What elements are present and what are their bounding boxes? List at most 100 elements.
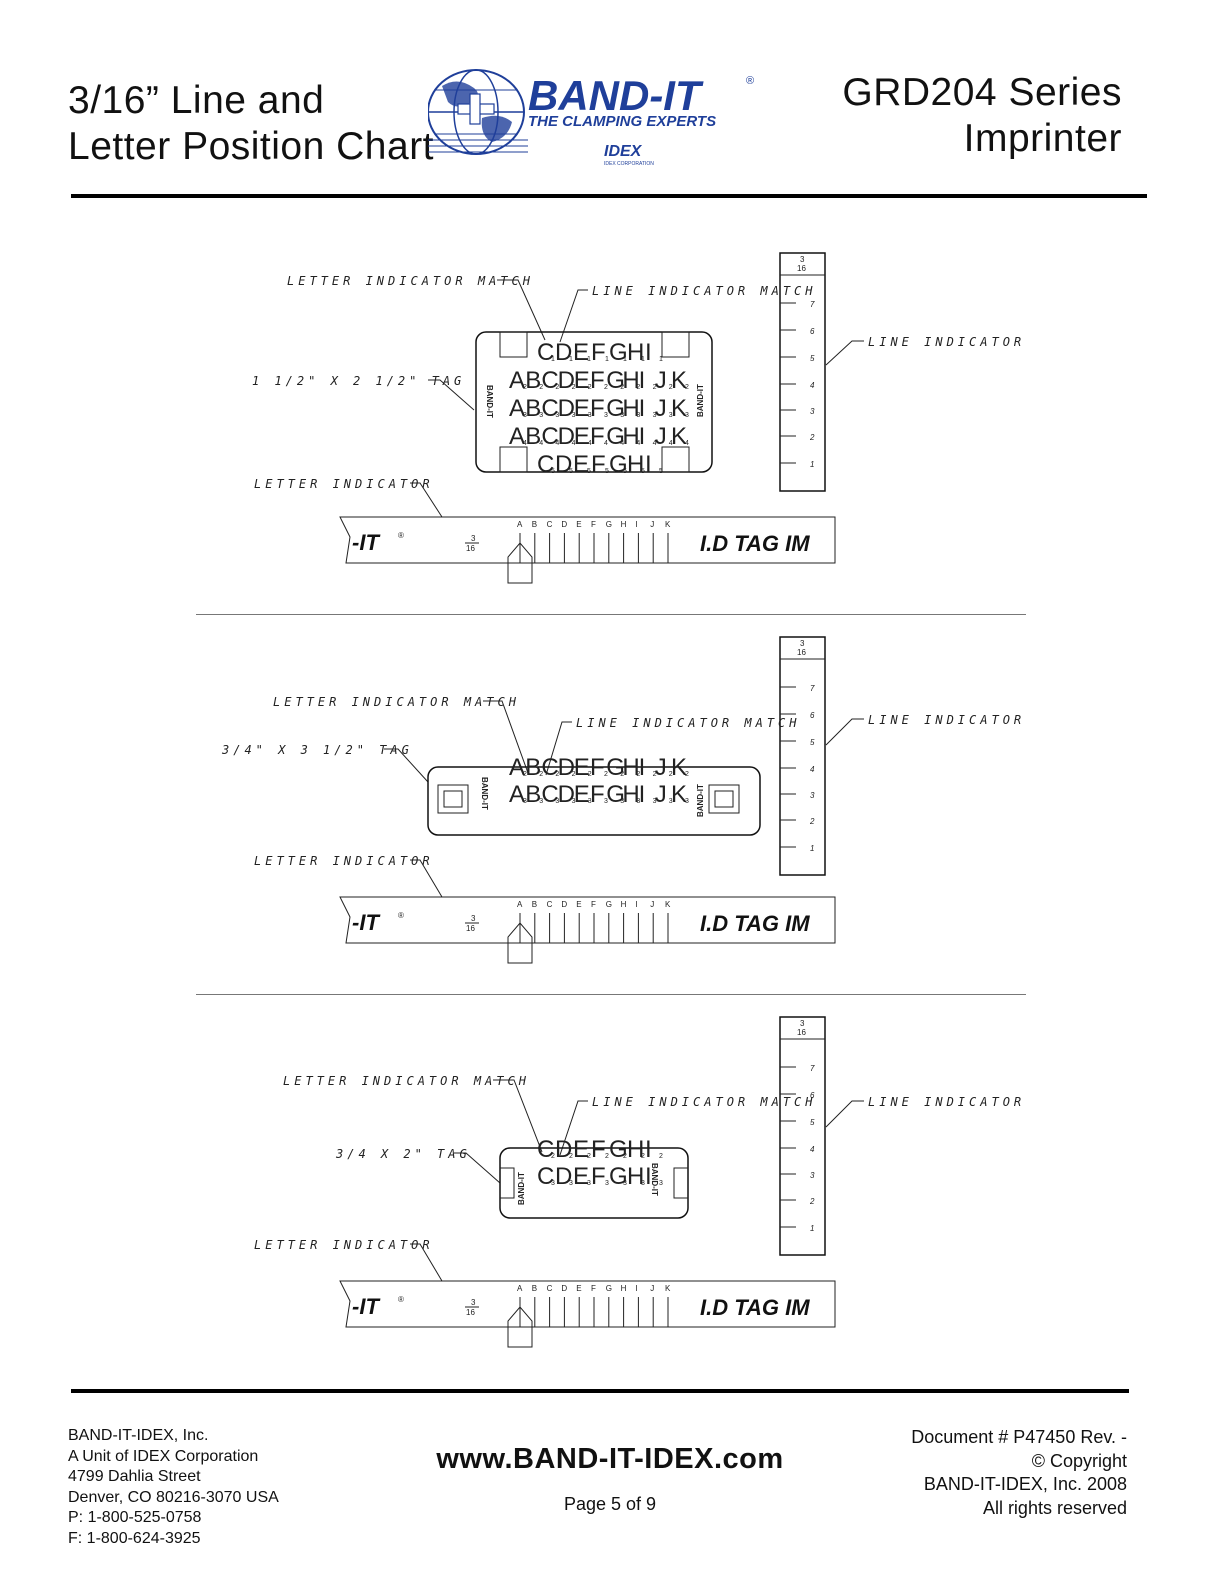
line-indicator-label: LINE INDICATOR	[868, 713, 1025, 727]
tag-letter: G	[606, 754, 625, 781]
strip-letter: J	[650, 1284, 654, 1293]
band-it-logo: BAND-IT ® THE CLAMPING EXPERTS IDEX IDEX…	[427, 66, 768, 170]
tag-letter: D	[558, 754, 575, 781]
tag-letter: A	[509, 395, 525, 422]
tag-line-subscript: 3	[636, 412, 640, 419]
ruler-number: 5	[810, 354, 815, 363]
tag-letter: I	[639, 395, 646, 422]
tag-letter: B	[525, 781, 541, 808]
ruler-number: 4	[810, 1145, 815, 1154]
logo-parent-sub: IDEX CORPORATION	[604, 161, 654, 167]
tag-letter: D	[555, 339, 572, 366]
svg-text:16: 16	[797, 1028, 806, 1037]
strip-letter: K	[665, 1284, 671, 1293]
tag-letter: I	[639, 423, 646, 450]
tag-letter: J	[655, 367, 667, 394]
strip-letter: F	[591, 1284, 596, 1293]
strip-letter: B	[532, 900, 537, 909]
tag-line-subscript: 2	[653, 771, 657, 778]
ruler-number: 6	[810, 327, 815, 336]
company-unit: A Unit of IDEX Corporation	[68, 1447, 259, 1465]
tag-letter: E	[574, 367, 590, 394]
strip-letter: I	[635, 520, 637, 529]
tag-letter: F	[590, 423, 605, 450]
line-indicator-label: LINE INDICATOR	[868, 335, 1025, 349]
strip-letter: E	[576, 1284, 581, 1293]
tag-letter: C	[541, 395, 558, 422]
company-address: BAND-IT-IDEX, Inc. A Unit of IDEX Corpor…	[68, 1426, 279, 1549]
tag-line-subscript: 2	[572, 384, 576, 391]
tag-line-subscript: 1	[551, 356, 555, 363]
tag-line-subscript: 3	[605, 1180, 609, 1187]
strip-fraction-den: 16	[466, 544, 475, 553]
strip-text: I.D TAG IM	[700, 531, 810, 556]
website-link[interactable]: www.BAND-IT-IDEX.com	[436, 1443, 784, 1475]
tag-line-subscript: 2	[551, 1153, 555, 1160]
tag-line-subscript: 3	[685, 798, 689, 805]
tag-line-subscript: 2	[653, 384, 657, 391]
strip-registered: ®	[398, 911, 404, 920]
ruler-number: 1	[810, 460, 814, 469]
letter-pointer	[507, 1306, 533, 1348]
tag-letter: G	[606, 423, 625, 450]
tag-letter: E	[574, 754, 590, 781]
strip-text: I.D TAG IM	[700, 1295, 810, 1320]
tag-line-subscript: 2	[588, 771, 592, 778]
tag-line-subscript: 2	[685, 771, 689, 778]
strip-registered: ®	[398, 531, 404, 540]
strip-fraction-num: 3	[471, 534, 476, 543]
tag-line-subscript: 4	[539, 440, 543, 447]
tag-line-subscript: 3	[587, 1180, 591, 1187]
tag-line-subscript: 3	[523, 412, 527, 419]
tag-line-subscript: 3	[653, 412, 657, 419]
svg-text:16: 16	[797, 264, 806, 273]
strip-fraction-den: 16	[466, 1308, 475, 1317]
tag-line-subscript: 2	[555, 771, 559, 778]
letter-indicator-label: LETTER INDICATOR	[254, 1238, 434, 1252]
tag-line-subscript: 2	[620, 384, 624, 391]
tag-line-subscript: 1	[659, 356, 663, 363]
tag-letter: D	[558, 367, 575, 394]
section-divider-1	[196, 614, 1026, 615]
tag-line-subscript: 3	[555, 412, 559, 419]
tag-letter: E	[573, 339, 589, 366]
tag-line-subscript: 3	[685, 412, 689, 419]
rights: All rights reserved	[982, 1497, 1127, 1518]
tag-letter: I	[639, 781, 646, 808]
tag-letter: F	[590, 367, 605, 394]
tag-line-subscript: 2	[604, 384, 608, 391]
tag-line-subscript: 4	[669, 440, 673, 447]
tag-letter: I	[645, 451, 652, 478]
tag-line-subscript: 5	[551, 468, 555, 475]
strip-letter: G	[606, 1284, 612, 1293]
tag-line-subscript: 3	[551, 1180, 555, 1187]
tag-letter: J	[655, 423, 667, 450]
company-phone: P: 1-800-525-0758	[68, 1509, 202, 1526]
tag-line-subscript: 3	[539, 412, 543, 419]
tag-line-subscript: 2	[539, 384, 543, 391]
strip-registered: ®	[398, 1295, 404, 1304]
document-info: Document # P47450 Rev. - © Copyright BAN…	[911, 1426, 1127, 1520]
letter-indicator-label: LETTER INDICATOR	[254, 854, 434, 868]
company-name: BAND-IT-IDEX, Inc.	[68, 1427, 209, 1444]
tag-outline: BAND-IT BAND-IT	[427, 766, 761, 836]
strip-letter: K	[665, 520, 671, 529]
tag-letter: A	[509, 754, 525, 781]
strip-fraction-den: 16	[466, 924, 475, 933]
copyright-holder: BAND-IT-IDEX, Inc. 2008	[923, 1474, 1127, 1494]
tag-line-subscript: 3	[523, 798, 527, 805]
tag-letter: F	[591, 339, 606, 366]
strip-letter: D	[561, 900, 567, 909]
tag-line-subscript: 5	[659, 468, 663, 475]
ruler-number: 7	[810, 684, 815, 693]
tag-letter: E	[573, 1163, 589, 1190]
svg-text:3: 3	[800, 639, 805, 648]
tag-line-subscript: 2	[669, 771, 673, 778]
tag-letter: H	[622, 754, 639, 781]
tag-line-subscript: 3	[588, 798, 592, 805]
ruler-number: 3	[810, 791, 815, 800]
